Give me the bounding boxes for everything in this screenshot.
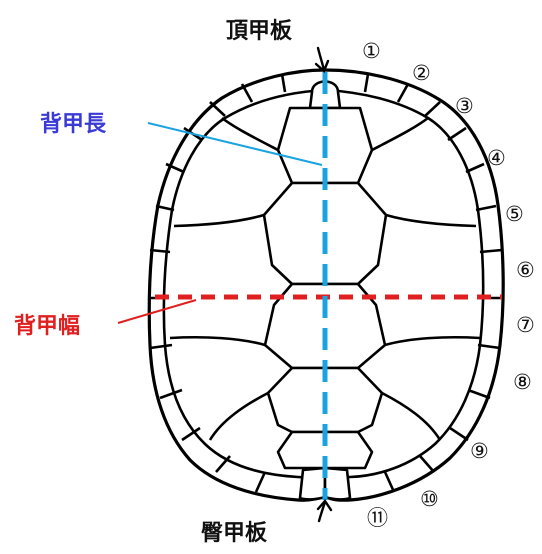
nuchal-scute — [308, 80, 342, 110]
supracaudal-scute-left — [298, 466, 327, 501]
supracaudal-scute-right — [323, 466, 352, 501]
vertebral-scute-5 — [276, 430, 374, 470]
marginal-number-5: ⑤ — [505, 202, 524, 226]
carapace-length-label: 背甲長 — [40, 112, 107, 137]
marginal-number-10: ⑩ — [420, 487, 439, 511]
costal-dividers-left — [169, 116, 279, 441]
marginal-number-11: ⑪ — [367, 506, 388, 530]
supracaudal-label: 臀甲板 — [201, 521, 268, 546]
marginal-number-2: ② — [412, 61, 431, 85]
nuchal-arrow-icon — [314, 46, 330, 74]
marginal-number-7: ⑦ — [516, 313, 535, 337]
supracaudal-arrow-icon — [316, 499, 333, 523]
carapace-width-label: 背甲幅 — [14, 314, 80, 339]
marginal-number-8: ⑧ — [513, 370, 532, 394]
marginal-number-4: ④ — [487, 146, 506, 170]
length-leader-line — [147, 122, 323, 166]
width-leader-line — [117, 299, 197, 324]
costal-dividers-right — [371, 116, 481, 441]
nuchal-label: 頂甲板 — [226, 19, 293, 44]
marginal-number-9: ⑨ — [470, 439, 489, 463]
marginal-number-6: ⑥ — [516, 258, 535, 282]
marginal-numbers: ① ② ③ ④ ⑤ ⑥ ⑦ ⑧ ⑨ ⑩ ⑪ — [362, 39, 535, 530]
marginal-number-1: ① — [362, 39, 381, 63]
marginal-number-3: ③ — [455, 94, 474, 118]
